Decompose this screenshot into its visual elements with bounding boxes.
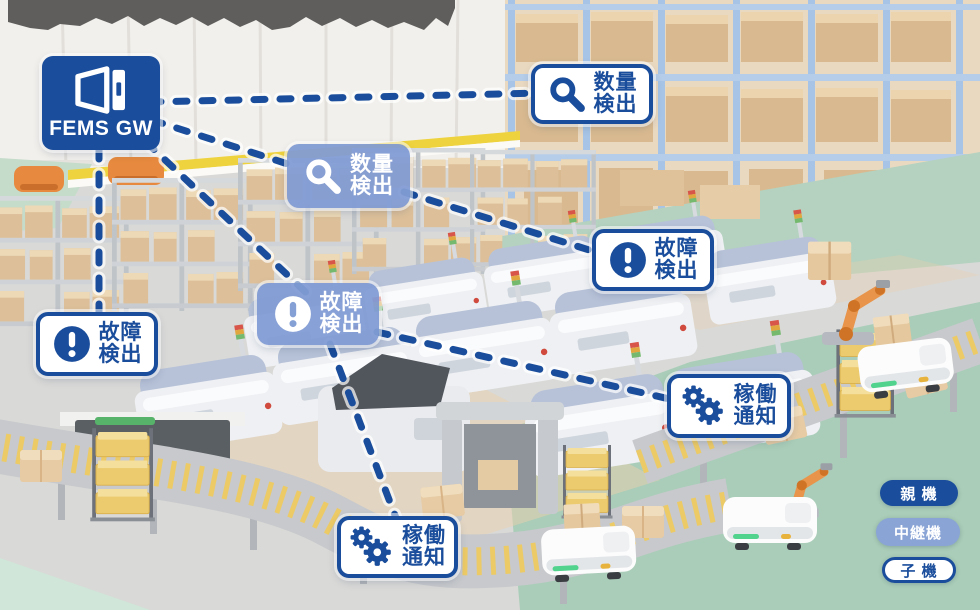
node-label-line2: 通知	[402, 546, 446, 569]
legend-parent-label: 親 機	[900, 485, 938, 503]
gears-icon	[681, 385, 727, 427]
alert-icon	[273, 294, 313, 334]
scanner-gate	[436, 402, 564, 522]
node-label-line2: 検出	[350, 175, 394, 198]
legend-child-machine: 子 機	[882, 557, 956, 583]
node-label-line1: 故障	[319, 290, 364, 314]
node-fault-detect-3: 故障 検出	[36, 312, 158, 376]
conveyor-box	[419, 482, 467, 521]
magnifier-icon	[547, 74, 587, 114]
node-label-line2: 検出	[593, 93, 638, 116]
node-label-line2: 通知	[733, 405, 778, 428]
legend-relay-label: 中継機	[893, 524, 942, 542]
node-label-line2: 検出	[654, 259, 699, 282]
node-run-notify-1: 稼働 通知	[667, 374, 791, 438]
node-run-notify-2: 稼働 通知	[337, 516, 458, 578]
node-fault-detect-1: 故障 検出	[592, 229, 714, 291]
node-quantity-detect-2: 数量 検出	[287, 144, 410, 208]
legend-child-label: 子 機	[900, 562, 938, 580]
node-label-line1: 稼働	[402, 523, 446, 547]
node-label-line1: 数量	[593, 70, 638, 94]
node-label-line1: 故障	[654, 236, 699, 260]
node-fault-detect-2: 故障 検出	[257, 283, 379, 345]
node-label-line1: 故障	[98, 320, 143, 344]
conveyor-box	[19, 449, 63, 483]
fems-gw-label: FEMS GW	[49, 116, 153, 140]
node-label-line2: 検出	[98, 343, 143, 366]
alert-icon	[52, 324, 92, 364]
crate-stack	[89, 427, 156, 522]
node-label-line1: 数量	[350, 152, 394, 176]
alert-icon	[608, 240, 648, 280]
node-quantity-detect-1: 数量 検出	[531, 64, 653, 124]
legend-parent-machine: 親 機	[880, 480, 958, 506]
node-label-line1: 稼働	[733, 382, 778, 406]
gateway-icon	[70, 66, 132, 114]
legend-relay-machine: 中継機	[876, 518, 960, 546]
node-label-line2: 検出	[319, 313, 364, 336]
cropped-title-text	[8, 0, 455, 30]
gears-icon	[349, 526, 395, 568]
fems-gw-node: FEMS GW	[42, 56, 160, 150]
magnifier-icon	[303, 156, 343, 196]
pallet-boxes	[806, 240, 853, 282]
